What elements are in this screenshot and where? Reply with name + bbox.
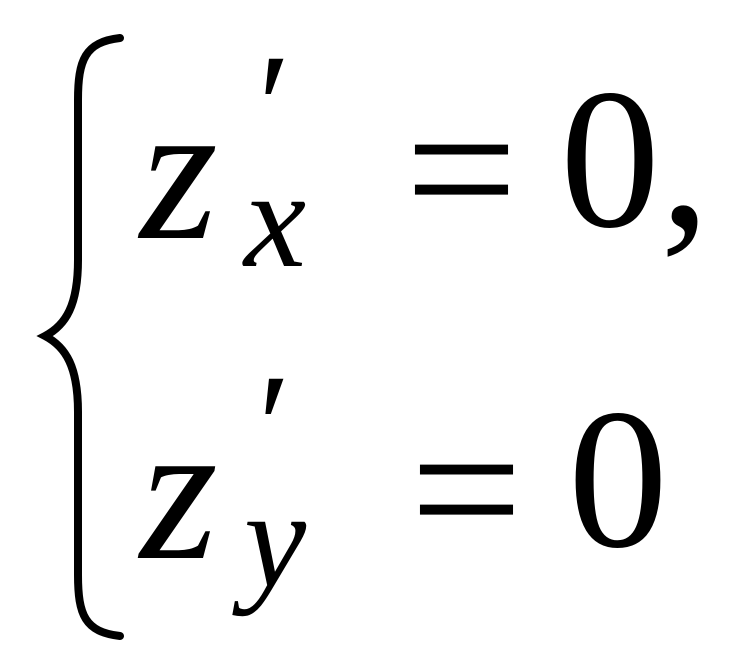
eq1-rhs: 0	[560, 49, 660, 270]
eq2-variable: z	[140, 381, 218, 602]
eq1-variable: z	[140, 61, 218, 282]
eq2-subscript: y	[244, 462, 307, 617]
eq1-equals: =	[405, 59, 518, 280]
eq1-prime: ′	[258, 24, 291, 190]
eq1-subscript: x	[244, 142, 307, 297]
eq2-prime: ′	[258, 344, 291, 510]
eq1-comma: ,	[660, 49, 710, 270]
eq2-rhs: 0	[568, 369, 668, 590]
eq2-equals: =	[410, 379, 523, 600]
